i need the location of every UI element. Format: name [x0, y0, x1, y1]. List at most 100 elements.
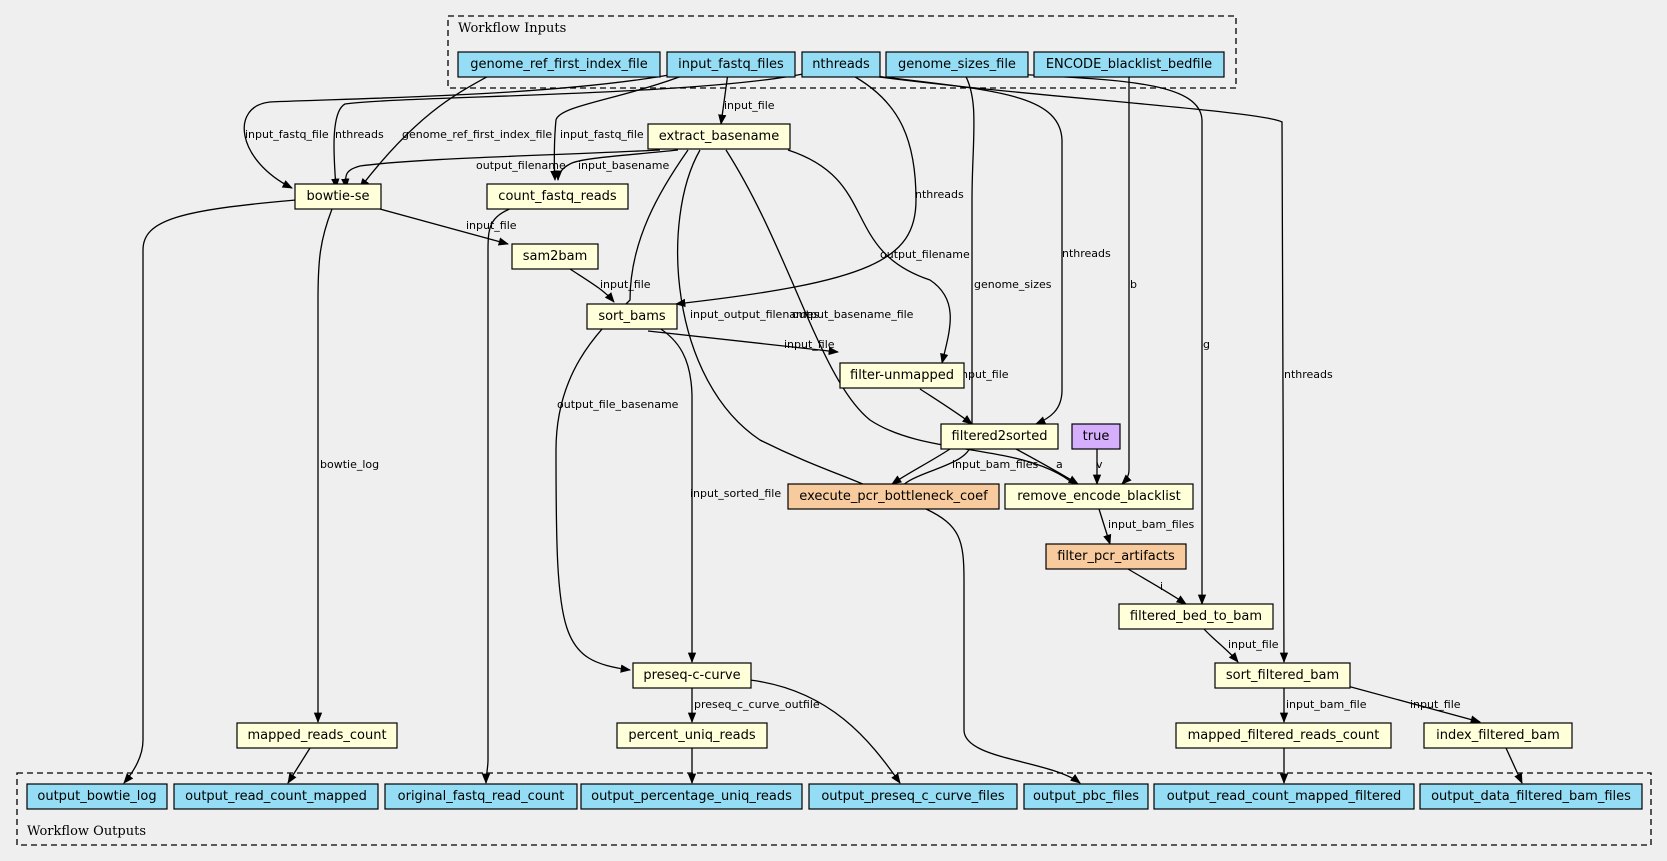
- svg-text:remove_encode_blacklist: remove_encode_blacklist: [1017, 489, 1181, 504]
- node-sort-filtered-bam[interactable]: sort_filtered_bam: [1214, 662, 1351, 689]
- edge-label: input_output_filenames: [690, 308, 820, 321]
- edge-filtered2sorted-to-remove-blacklist: a: [1015, 448, 1079, 485]
- edge-filter-unmapped-to-filtered2sorted: input_file: [919, 368, 1009, 425]
- edge-label: output_basename_file: [792, 308, 914, 321]
- edge-label: input_sorted_file: [690, 487, 781, 500]
- edge-label: input_bam_file: [1286, 698, 1367, 711]
- node-bowtie-se[interactable]: bowtie-se: [294, 183, 382, 210]
- edge-layer: input_fastq_file nthreads genome_ref_fir…: [123, 72, 1523, 785]
- svg-text:output_pbc_files: output_pbc_files: [1033, 789, 1139, 804]
- edge-extract-to-count: input_basename: [553, 149, 679, 182]
- edge-input-fastq-to-count: input_fastq_file: [550, 72, 691, 182]
- edge-sort-to-filter-unmapped: input_file: [647, 330, 840, 356]
- edge-label: i: [1160, 580, 1163, 593]
- node-output-preseq-c-curve-files[interactable]: output_preseq_c_curve_files: [808, 783, 1018, 810]
- svg-text:true: true: [1083, 429, 1110, 444]
- edge-extract-to-preseq: output_file_basename: [555, 149, 689, 673]
- edge-label: input_bam_files: [952, 458, 1038, 471]
- node-percent-uniq-reads[interactable]: percent_uniq_reads: [616, 722, 768, 749]
- edge-label: output_filename: [476, 159, 566, 172]
- svg-text:execute_pcr_bottleneck_coef: execute_pcr_bottleneck_coef: [799, 489, 988, 504]
- node-nthreads[interactable]: nthreads: [801, 51, 881, 78]
- svg-text:nthreads: nthreads: [812, 57, 870, 72]
- edge-label: genome_ref_first_index_file: [402, 128, 552, 141]
- edge-label: input_fastq_file: [245, 128, 329, 141]
- edge-sort-to-preseq: input_sorted_file: [655, 325, 781, 664]
- node-original-fastq-read-count[interactable]: original_fastq_read_count: [384, 783, 578, 810]
- edge-label: input_fastq_file: [560, 128, 644, 141]
- svg-text:sort_filtered_bam: sort_filtered_bam: [1226, 668, 1339, 683]
- svg-text:output_read_count_mapped_filte: output_read_count_mapped_filtered: [1167, 789, 1401, 804]
- edge-index-filtered-to-out-filtered-bam: [1505, 747, 1523, 784]
- edge-label: g: [1203, 338, 1210, 351]
- node-count-fastq-reads[interactable]: count_fastq_reads: [486, 183, 629, 210]
- svg-text:original_fastq_read_count: original_fastq_read_count: [398, 789, 565, 804]
- svg-text:ENCODE_blacklist_bedfile: ENCODE_blacklist_bedfile: [1046, 57, 1212, 72]
- svg-text:input_fastq_files: input_fastq_files: [678, 57, 784, 72]
- edge-nthreads-to-sort: nthreads: [674, 72, 964, 308]
- node-output-pbc-files[interactable]: output_pbc_files: [1023, 783, 1149, 810]
- node-filter-pcr-artifacts[interactable]: filter_pcr_artifacts: [1045, 543, 1187, 570]
- svg-text:filter_pcr_artifacts: filter_pcr_artifacts: [1057, 549, 1175, 564]
- svg-text:output_data_filtered_bam_files: output_data_filtered_bam_files: [1431, 789, 1631, 804]
- node-mapped-reads-count[interactable]: mapped_reads_count: [236, 722, 398, 749]
- edge-bowtie-to-sam2bam: input_file: [379, 208, 517, 246]
- node-remove-encode-blacklist[interactable]: remove_encode_blacklist: [1004, 483, 1194, 510]
- svg-text:bowtie-se: bowtie-se: [306, 189, 369, 204]
- edge-preseq-to-percent-uniq: preseq_c_curve_outfile: [687, 688, 820, 724]
- node-encode-blacklist-bedfile[interactable]: ENCODE_blacklist_bedfile: [1033, 51, 1225, 78]
- svg-text:sam2bam: sam2bam: [523, 249, 588, 264]
- workflow-inputs-cluster: Workflow Inputs: [447, 15, 1237, 89]
- node-input-fastq-files[interactable]: input_fastq_files: [666, 51, 796, 78]
- edge-remove-blacklist-to-filter-pcr: input_bam_files: [1098, 508, 1194, 545]
- node-mapped-filtered-reads-count[interactable]: mapped_filtered_reads_count: [1175, 722, 1392, 749]
- edge-label: nthreads: [915, 188, 964, 201]
- node-filtered2sorted[interactable]: filtered2sorted: [940, 423, 1059, 450]
- node-output-bowtie-log[interactable]: output_bowtie_log: [26, 783, 168, 810]
- edge-label: bowtie_log: [320, 458, 379, 471]
- svg-text:genome_ref_first_index_file: genome_ref_first_index_file: [470, 57, 648, 72]
- svg-text:filter-unmapped: filter-unmapped: [850, 368, 954, 383]
- edge-bowtie-to-mapped-reads: bowtie_log: [313, 208, 379, 724]
- edge-input-fastq-to-extract: input_file: [718, 72, 775, 126]
- svg-text:percent_uniq_reads: percent_uniq_reads: [628, 728, 755, 743]
- edge-label: input_file: [1228, 638, 1279, 651]
- node-preseq-c-curve[interactable]: preseq-c-curve: [632, 662, 752, 689]
- workflow-outputs-title: Workflow Outputs: [27, 824, 146, 839]
- edge-label: b: [1130, 278, 1137, 291]
- node-output-read-count-mapped-filtered[interactable]: output_read_count_mapped_filtered: [1153, 783, 1415, 810]
- node-output-percentage-uniq-reads[interactable]: output_percentage_uniq_reads: [580, 783, 803, 810]
- edge-extract-to-pcr-bottleneck: input_output_filenames: [676, 149, 886, 496]
- edge-label: input_file: [724, 99, 775, 112]
- edge-bowtie-to-out-bowtie-log: [123, 199, 297, 784]
- edge-filtered2sorted-to-pcr-bottleneck: input_bam_files: [891, 448, 1038, 485]
- svg-text:extract_basename: extract_basename: [659, 129, 779, 144]
- svg-text:output_read_count_mapped: output_read_count_mapped: [185, 789, 367, 804]
- node-genome-sizes-file[interactable]: genome_sizes_file: [885, 51, 1029, 78]
- edge-label: input_file: [958, 368, 1009, 381]
- edge-label: nthreads: [1062, 247, 1111, 260]
- edge-preseq-to-out-preseq: [749, 679, 901, 784]
- node-sam2bam[interactable]: sam2bam: [511, 243, 599, 270]
- edge-true-to-remove-blacklist: v: [1092, 449, 1103, 486]
- edge-label: output_filename: [880, 248, 970, 261]
- edge-nthreads-to-bowtie: nthreads: [331, 72, 809, 190]
- svg-text:genome_sizes_file: genome_sizes_file: [898, 57, 1016, 72]
- edge-label: input_file: [1410, 698, 1461, 711]
- node-filter-unmapped[interactable]: filter-unmapped: [839, 362, 965, 389]
- node-extract-basename[interactable]: extract_basename: [647, 123, 791, 150]
- node-sort-bams[interactable]: sort_bams: [586, 303, 678, 330]
- node-index-filtered-bam[interactable]: index_filtered_bam: [1423, 722, 1573, 749]
- node-genome-ref-first-index-file[interactable]: genome_ref_first_index_file: [457, 51, 661, 78]
- node-execute-pcr-bottleneck-coef[interactable]: execute_pcr_bottleneck_coef: [787, 483, 1000, 510]
- svg-text:output_bowtie_log: output_bowtie_log: [37, 789, 156, 804]
- edge-nthreads-to-sort-filtered: nthreads: [849, 72, 1333, 664]
- edge-extract-to-filter-unmapped: output_filename: [787, 149, 970, 365]
- node-output-read-count-mapped[interactable]: output_read_count_mapped: [173, 783, 379, 810]
- edge-blacklist-to-remove-blacklist: b: [1121, 73, 1137, 485]
- edge-label: a: [1056, 458, 1063, 471]
- node-true[interactable]: true: [1071, 423, 1121, 450]
- node-filtered-bed-to-bam[interactable]: filtered_bed_to_bam: [1118, 603, 1274, 630]
- node-output-data-filtered-bam-files[interactable]: output_data_filtered_bam_files: [1419, 783, 1643, 810]
